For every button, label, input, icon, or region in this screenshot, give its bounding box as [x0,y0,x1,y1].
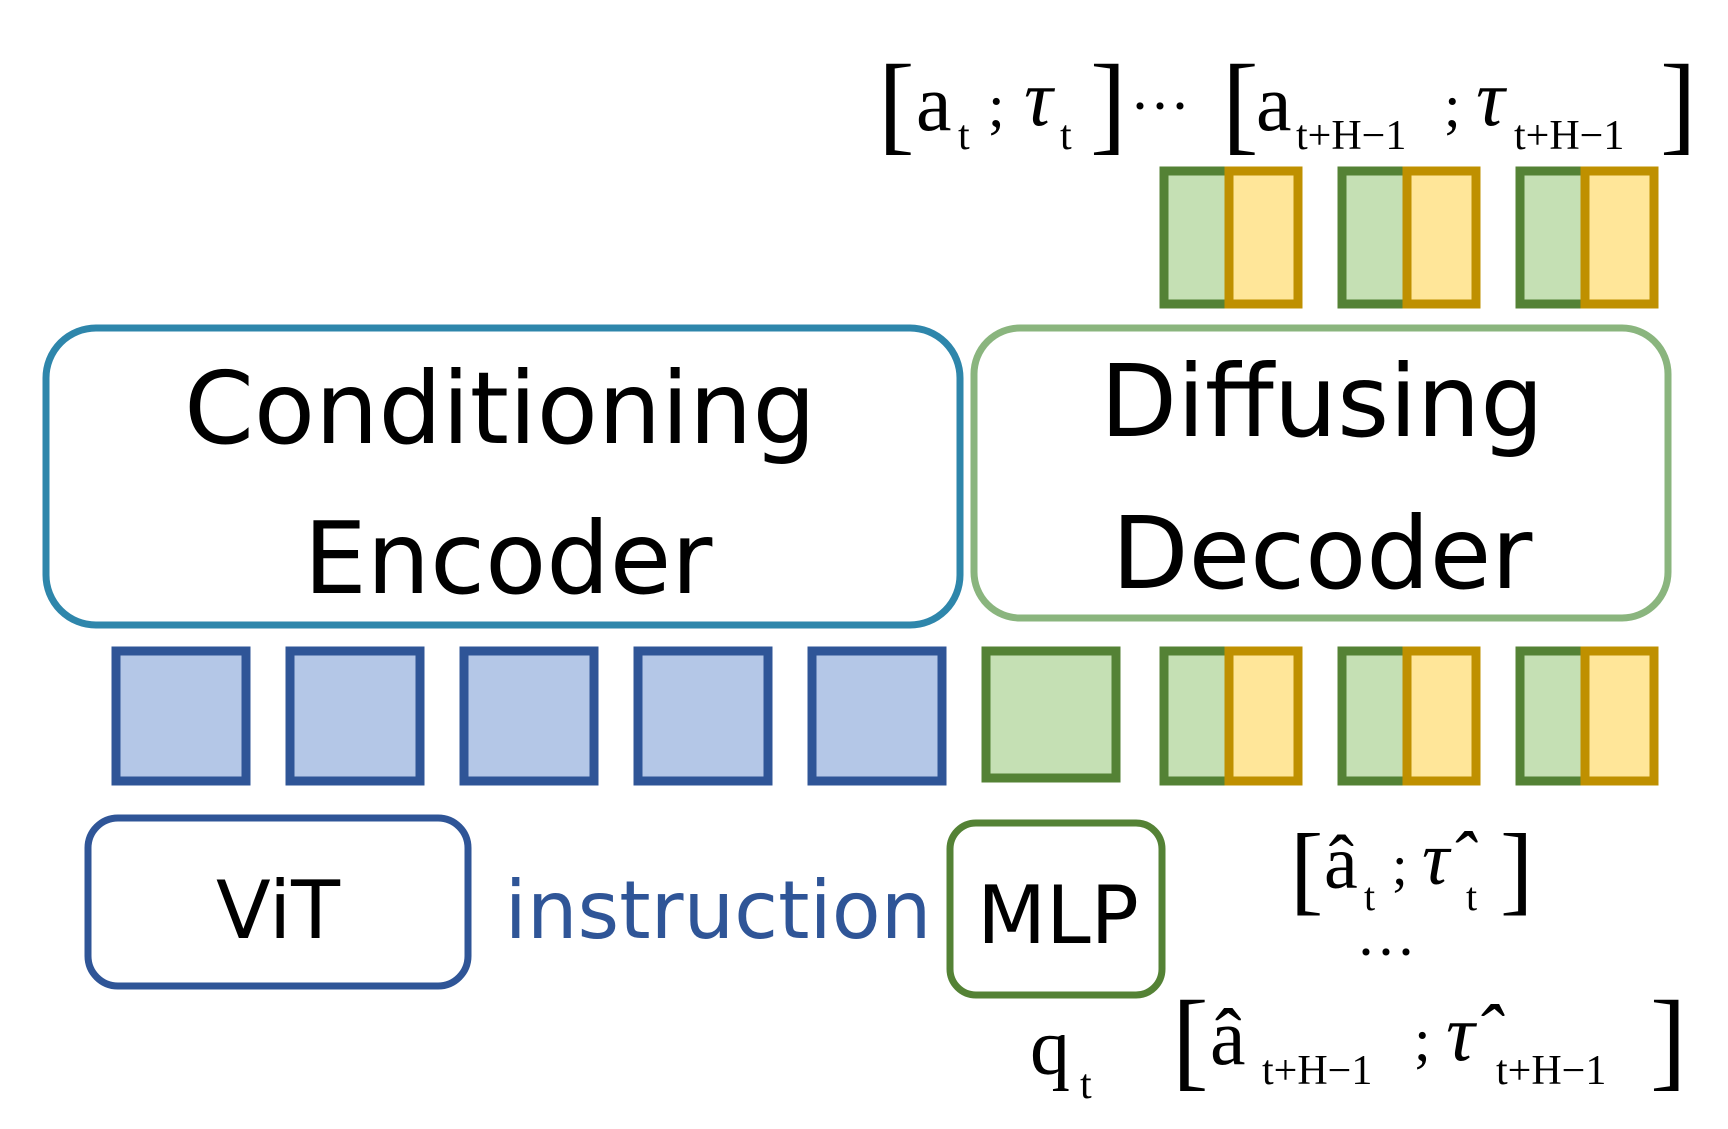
decoder-title-line2: Decoder [1112,495,1534,612]
output-label-action-h-subscript: t+H−1 [1296,113,1406,159]
proprio-label-subscript: t [1080,1062,1092,1108]
proprio-label-q: q [1030,1004,1070,1092]
pred-last-bracket-close: ] [1650,978,1687,1100]
output-label-timing-h-subscript: t+H−1 [1514,113,1624,159]
noisy-action-token-3 [1515,646,1590,786]
output-label-action-h: a [1256,60,1292,148]
output-action-token-2 [1337,166,1412,309]
output-label-timing-subscript: t [1060,113,1072,159]
output-timing-token-1 [1224,166,1303,309]
pred-last-bracket-open: [ [1172,978,1209,1100]
mlp-label: MLP [977,869,1139,962]
pred-first-separator: ; [1392,835,1408,897]
output-label-timing: τ [1024,55,1056,143]
output-label-separator-2: ; [1444,73,1461,139]
noisy-timing-token-3 [1580,646,1659,786]
prediction-label-first: [ â t ; τ̂ t ] [1290,813,1533,924]
vit-block [84,814,472,990]
output-timing-token-3 [1580,166,1659,309]
output-label-separator-1: ; [988,73,1005,139]
encoder-title-line2: Encoder [304,500,714,617]
output-label-timing-h: τ [1476,55,1508,143]
diffusing-decoder-block [970,324,1672,622]
noisy-action-token-1 [1159,646,1234,786]
output-tokens [1159,166,1659,309]
vision-token-2 [285,646,425,786]
prediction-label-last: [ â t+H−1 ; τ̂ t+H−1 ] [1172,978,1687,1100]
noisy-timing-token-1 [1224,646,1303,786]
conditioning-encoder-block [42,324,964,629]
pred-first-timing-subscript: t [1466,874,1477,919]
pred-first-action: â [1324,821,1358,905]
pred-first-bracket-close: ] [1500,813,1533,924]
output-action-token-3 [1515,166,1590,309]
proprio-label: q t [1030,1004,1092,1108]
vision-token-3 [459,646,599,786]
noisy-timing-token-2 [1402,646,1481,786]
noisy-action-token-2 [1337,646,1412,786]
output-timing-token-2 [1402,166,1481,309]
pred-first-bracket-open: [ [1290,813,1323,924]
vision-token-1 [111,646,251,786]
output-label: [ a t ; τ t ] ··· [ a t+H−1 ; τ t+H−1 ] [878,42,1697,164]
prediction-ellipsis: ··· [1356,919,1416,985]
proprio-token [981,646,1121,783]
output-label-bracket-close-1: ] [1090,42,1127,164]
vision-token-5 [807,646,947,786]
output-label-action: a [916,60,952,148]
decoder-title-line1: Diffusing [1100,343,1544,460]
mlp-block [946,819,1166,999]
pred-last-action-subscript: t+H−1 [1262,1048,1372,1094]
output-label-bracket-close-2: ] [1660,42,1697,164]
output-label-bracket-open-2: [ [1222,42,1259,164]
output-label-action-subscript: t [958,113,970,159]
pred-last-action: â [1210,994,1246,1082]
pred-first-action-subscript: t [1364,874,1375,919]
output-label-ellipsis: ··· [1130,73,1190,139]
pred-last-separator: ; [1414,1007,1431,1073]
input-tokens [111,646,1659,786]
pred-last-timing-subscript: t+H−1 [1496,1048,1606,1094]
encoder-title-line1: Conditioning [184,350,816,467]
vit-label: ViT [216,864,341,957]
vision-token-4 [633,646,773,786]
output-action-token-1 [1159,166,1234,309]
output-label-bracket-open-1: [ [878,42,915,164]
instruction-label: instruction [505,864,932,957]
